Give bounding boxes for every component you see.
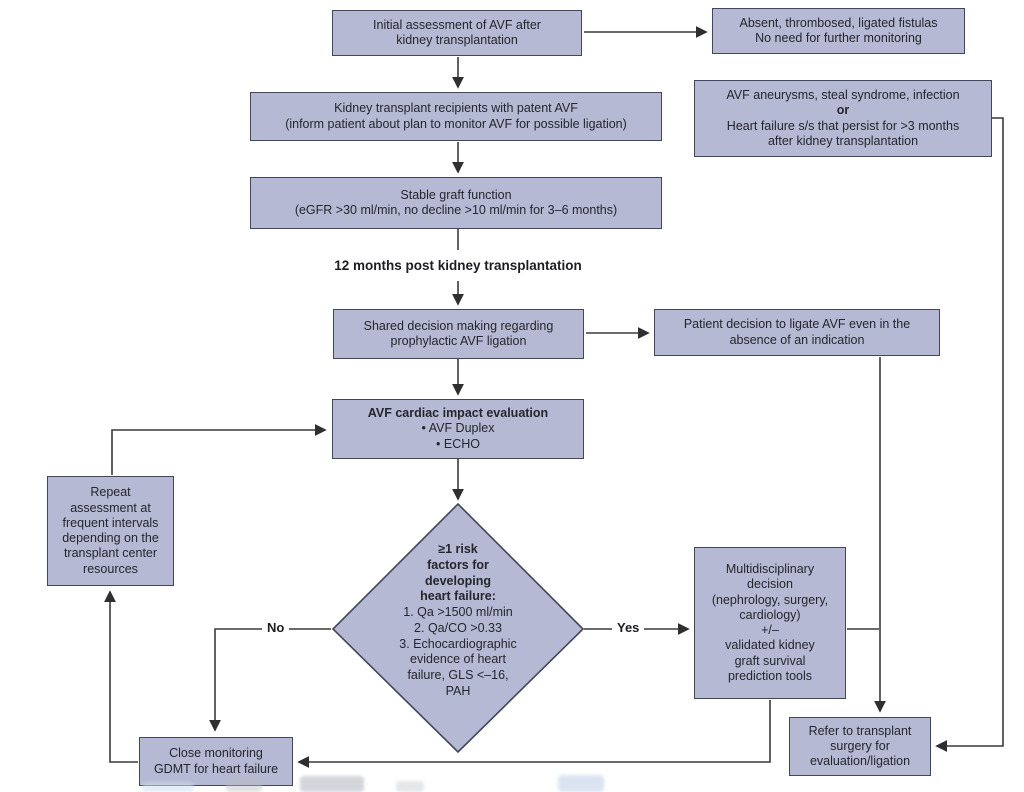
box-repeat-assessment: Repeat assessment at frequent intervals … (47, 476, 174, 586)
box-patient-decision-text: Patient decision to ligate AVF even in t… (683, 317, 911, 347)
box-absent-thrombosed: Absent, thrombosed, ligated fistulas No … (712, 8, 965, 54)
box-multidisciplinary: Multidisciplinary decision (nephrology, … (694, 547, 846, 699)
box-cardiac-evaluation: AVF cardiac impact evaluation • AVF Dupl… (332, 399, 584, 459)
box-avf-aneurysms-line2: Heart failure s/s that persist for >3 mo… (726, 118, 960, 148)
arrow-close-to-repeat (104, 590, 138, 763)
box-stable-graft-text: Stable graft function (eGFR >30 ml/min, … (294, 187, 618, 217)
box-patient-decision: Patient decision to ligate AVF even in t… (654, 309, 940, 356)
box-stable-graft: Stable graft function (eGFR >30 ml/min, … (250, 177, 662, 229)
risk-diamond: ≥1 risk factors for developing heart fai… (368, 542, 548, 700)
arrow-diamond-no-to-close (209, 628, 331, 732)
box-cardiac-evaluation-title: AVF cardiac impact evaluation (367, 406, 549, 421)
box-refer-surgery-text: Refer to transplant surgery for evaluati… (808, 723, 912, 769)
edge-label-no: No (262, 620, 290, 635)
box-avf-aneurysms-or: or (836, 103, 850, 118)
arrow-multi-to-close (297, 700, 771, 768)
scan-artifact (558, 775, 604, 792)
box-transplant-recipients-text: Kidney transplant recipients with patent… (285, 101, 627, 131)
box-refer-surgery: Refer to transplant surgery for evaluati… (789, 717, 931, 776)
box-avf-aneurysms: AVF aneurysms, steal syndrome, infection… (694, 80, 992, 157)
risk-diamond-title: ≥1 risk factors for developing heart fai… (420, 542, 496, 604)
arrow-repeat-to-cardiac (111, 424, 327, 475)
box-shared-decision-text: Shared decision making regarding prophyl… (363, 318, 554, 348)
box-close-monitoring: Close monitoring GDMT for heart failure (139, 737, 293, 786)
risk-diamond-shape (331, 502, 585, 754)
box-cardiac-evaluation-bullets: • AVF Duplex • ECHO (421, 421, 495, 451)
box-avf-aneurysms-line1: AVF aneurysms, steal syndrome, infection (726, 88, 960, 102)
box-repeat-assessment-text: Repeat assessment at frequent intervals … (62, 485, 159, 576)
scan-artifact (396, 781, 424, 792)
scan-artifact (226, 779, 262, 792)
scan-artifact (300, 776, 364, 792)
box-transplant-recipients: Kidney transplant recipients with patent… (250, 92, 662, 141)
box-multidisciplinary-text: Multidisciplinary decision (nephrology, … (711, 562, 829, 683)
box-close-monitoring-text: Close monitoring GDMT for heart failure (153, 746, 279, 776)
scan-artifact (142, 782, 194, 792)
box-initial-assessment: Initial assessment of AVF after kidney t… (332, 10, 582, 56)
box-absent-thrombosed-text: Absent, thrombosed, ligated fistulas No … (739, 15, 938, 45)
edge-label-yes: Yes (612, 620, 645, 635)
milestone-label: 12 months post kidney transplantation (334, 258, 582, 273)
risk-diamond-items: 1. Qa >1500 ml/min 2. Qa/CO >0.33 3. Ech… (399, 605, 517, 698)
arrow-aneurysms-to-refer (935, 117, 1004, 752)
box-initial-assessment-text: Initial assessment of AVF after kidney t… (373, 17, 541, 47)
box-shared-decision: Shared decision making regarding prophyl… (333, 309, 584, 359)
